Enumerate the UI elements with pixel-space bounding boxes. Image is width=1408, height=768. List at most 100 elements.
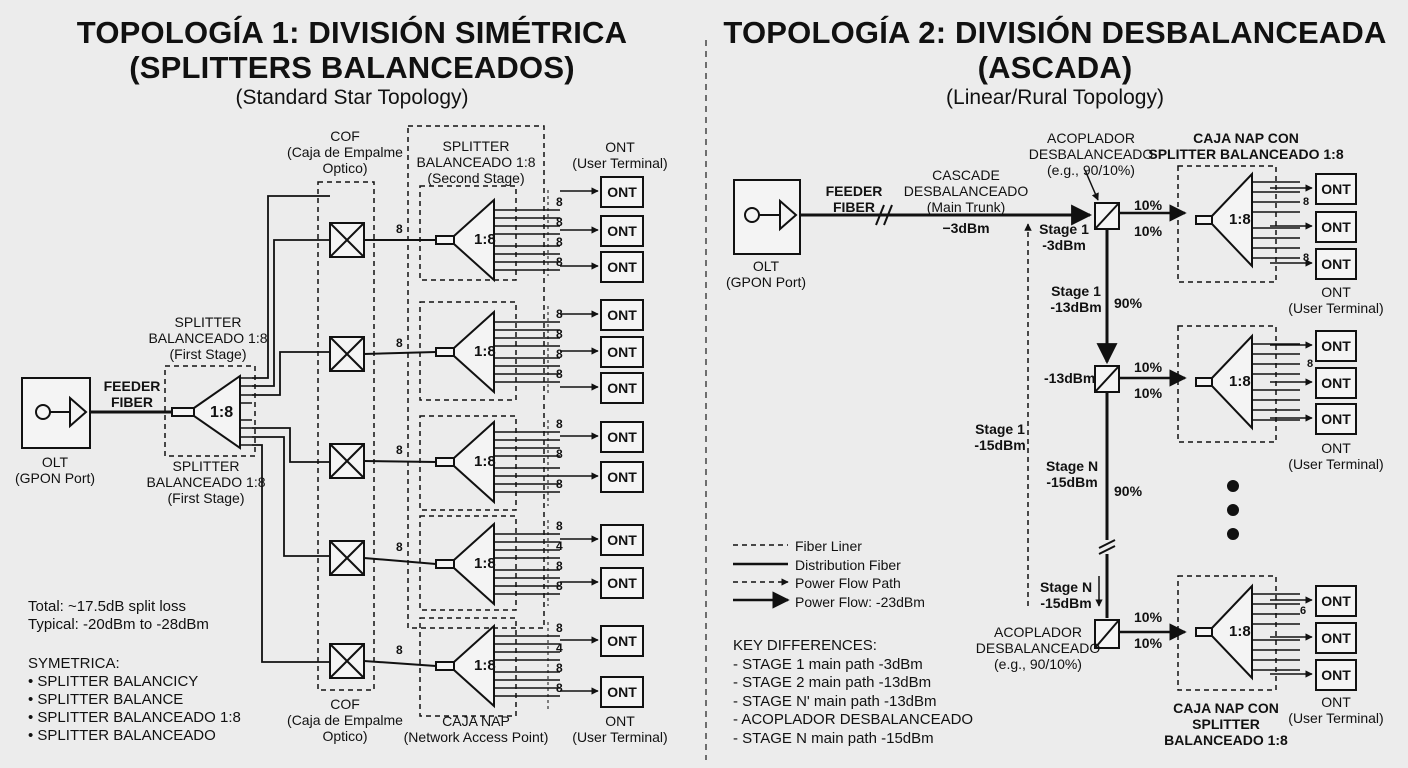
right-title-line1: TOPOLOGÍA 2: DIVISIÓN DESBALANCEADA: [723, 15, 1387, 50]
ont-terminal: ONT: [600, 676, 644, 708]
stageN-bottom-label: Stage N-15dBm: [1039, 579, 1093, 612]
ont-footer-left: ONT(User Terminal): [572, 713, 668, 746]
ont-header-left: ONT(User Terminal): [572, 139, 668, 172]
nap-splitter-group: [1177, 575, 1313, 691]
nap-ratio-label: 1:8: [1229, 623, 1251, 640]
ont-terminal: ONT: [600, 372, 644, 404]
cof-splices: [329, 222, 365, 679]
port-count-label: 8: [556, 347, 563, 361]
left-topology: [21, 125, 545, 691]
legend: Fiber Liner Distribution Fiber Power Flo…: [795, 537, 925, 611]
pct10-label: 10%: [1134, 635, 1163, 651]
ont-footer-right: ONT(User Terminal): [1288, 440, 1384, 473]
nap-footer-left: CAJA NAP(Network Access Point): [403, 713, 549, 746]
port-count-label: 8: [556, 367, 563, 381]
nap-ratio-label: 1:8: [1229, 373, 1251, 390]
coupler2-power: -13dBm: [1044, 370, 1096, 386]
right-subtitle: (Linear/Rural Topology): [946, 86, 1164, 109]
splice-box: [329, 222, 365, 258]
nap-splitter-group: [1177, 325, 1313, 443]
stage1-left-label: Stage 1-15dBm: [974, 421, 1026, 454]
nap-splitter-group: [363, 415, 599, 511]
pct90-a: 90%: [1114, 295, 1143, 311]
pct10-label: 10%: [1134, 197, 1163, 213]
pct10-label: 10%: [1134, 359, 1163, 375]
branch-count-label: 8: [396, 643, 403, 657]
ont-terminal: ONT: [600, 567, 644, 599]
splice-box: [329, 336, 365, 372]
nap-splitter-group: [1177, 165, 1313, 283]
right-topology: [733, 169, 1239, 649]
ont-terminal: ONT: [600, 176, 644, 208]
splice-box: [329, 443, 365, 479]
nap-splitter-group: [363, 617, 599, 717]
port-count-label: 8: [556, 195, 563, 209]
ont-terminal: ONT: [1315, 403, 1357, 435]
splice-box: [329, 540, 365, 576]
ont-footer-right: ONT(User Terminal): [1288, 284, 1384, 317]
branch-count-label: 8: [396, 443, 403, 457]
branch-count-label: 8: [396, 222, 403, 236]
nap-ratio-label: 1:8: [474, 657, 496, 674]
nap-splitter-group: [363, 301, 599, 401]
cof-column: [317, 181, 375, 691]
olt-label-left: OLT(GPON Port): [14, 454, 96, 487]
port-count-label: 8: [556, 519, 563, 533]
ont-terminal: ONT: [1315, 330, 1357, 362]
pct10-label: 10%: [1134, 609, 1163, 625]
continuation-dot: [1227, 480, 1239, 492]
ont-terminal: ONT: [1315, 585, 1357, 617]
legend-power-flow: Power Flow: -23dBm: [795, 593, 925, 610]
stage1-mid-label: Stage 1-13dBm: [1050, 283, 1102, 316]
port-count-label: 8: [556, 255, 563, 269]
port-count-label: 8: [1307, 358, 1314, 370]
legend-fiber-liner: Fiber Liner: [795, 538, 862, 554]
port-count-label: 8: [556, 579, 563, 593]
port-count-label: 8: [556, 661, 563, 675]
branch-count-label: 8: [396, 336, 403, 350]
legend-distribution-fiber: Distribution Fiber: [795, 556, 901, 573]
nap-ratio-label: 1:8: [474, 343, 496, 360]
ont-terminal: ONT: [1315, 173, 1357, 205]
ont-terminal: ONT: [1315, 367, 1357, 399]
port-count-label: 8: [556, 477, 563, 491]
ont-terminal: ONT: [600, 461, 644, 493]
second-stage-box: [407, 125, 545, 629]
nap-ratio-label: 1:8: [474, 555, 496, 572]
ont-terminal: ONT: [600, 215, 644, 247]
stageN-mid-label: Stage N-15dBm: [1045, 458, 1099, 491]
port-count-label: 8: [556, 559, 563, 573]
pct10-label: 10%: [1134, 223, 1163, 239]
stage1-top-label: Stage 1-3dBm: [1039, 221, 1089, 254]
port-count-label: 8: [556, 417, 563, 431]
left-subtitle: (Standard Star Topology): [235, 86, 469, 109]
continuation-dot: [1227, 504, 1239, 516]
nap-ratio-label: 1:8: [474, 231, 496, 248]
left-title-line1: TOPOLOGÍA 1: DIVISIÓN SIMÉTRICA: [76, 15, 628, 50]
nap-splitter-group: [364, 185, 599, 283]
ont-terminal: ONT: [1315, 622, 1357, 654]
right-title-line2: (ASCADA): [977, 50, 1133, 85]
port-count-label: 8: [556, 307, 563, 321]
first-stage-ratio: 1:8: [210, 404, 234, 421]
branch-count-label: 8: [396, 540, 403, 554]
port-count-label: 4: [556, 539, 563, 553]
port-count-label: 8: [1303, 252, 1310, 264]
nap-ratio-label: 1:8: [474, 453, 496, 470]
legend-power-flow-path: Power Flow Path: [795, 575, 901, 591]
port-count-label: 8: [556, 447, 563, 461]
symetrica-notes: SYMETRICA: • SPLITTER BALANCICY • SPLITT…: [28, 655, 241, 744]
olt-label-right: OLT(GPON Port): [725, 258, 807, 291]
port-count-label: 8: [556, 327, 563, 341]
port-count-label: 8: [556, 621, 563, 635]
